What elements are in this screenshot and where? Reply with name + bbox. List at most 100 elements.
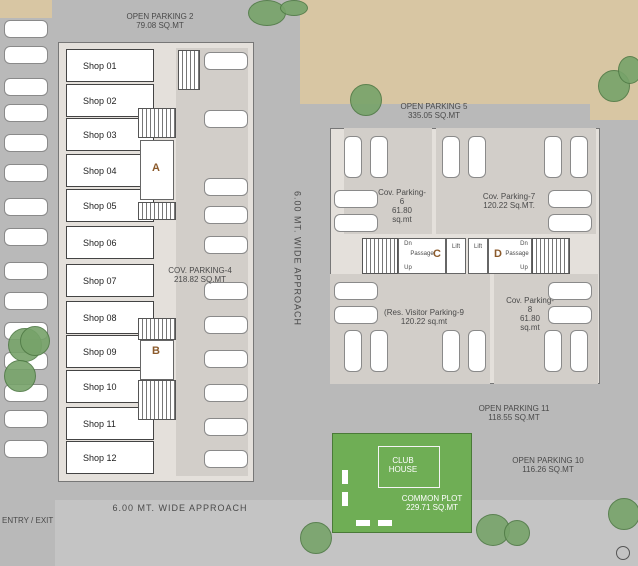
open-parking-2-area: 79.08 SQ.MT: [136, 21, 184, 30]
covered-parking-6-unit: sq.mt: [392, 215, 412, 224]
open-parking-5-name: OPEN PARKING 5: [400, 102, 468, 111]
car: [4, 292, 48, 310]
covered-parking-4-label: COV. PARKING-4 218.82 SQ.MT: [160, 266, 240, 284]
car: [4, 198, 48, 216]
shop-label: Shop 11: [83, 419, 116, 429]
tree: [608, 498, 638, 530]
car: [204, 206, 248, 224]
tree: [618, 56, 638, 84]
shop-09[interactable]: Shop 09: [66, 335, 154, 368]
bench: [378, 520, 392, 526]
open-parking-10-area: 116.26 SQ.MT: [522, 465, 574, 474]
covered-parking-8-area: 61.80: [519, 314, 541, 323]
car: [544, 136, 562, 178]
open-parking-10-name: OPEN PARKING 10: [512, 456, 584, 465]
entry-ramp: [178, 50, 200, 90]
open-parking-5-label: OPEN PARKING 5 335.05 SQ.MT: [384, 102, 484, 120]
shop-label: Shop 04: [83, 166, 117, 176]
car: [570, 136, 588, 178]
club-house-label: CLUB HOUSE: [378, 456, 428, 474]
car: [4, 104, 48, 122]
bench: [342, 470, 348, 484]
car: [4, 262, 48, 280]
car: [4, 20, 48, 38]
covered-parking-7-area: 120.22 Sq.MT.: [483, 201, 535, 210]
shop-label: Shop 05: [83, 201, 117, 211]
covered-parking-8-name: Cov. Parking-8: [506, 296, 554, 314]
visitor-parking-9-label: (Res. Visitor Parking-9 120.22 sq.mt: [374, 308, 474, 326]
shop-04[interactable]: Shop 04: [66, 154, 154, 187]
staircase-a-lower: [138, 202, 176, 220]
core-c-label: C: [433, 248, 441, 260]
covered-parking-4-area: 218.82 SQ.MT: [173, 275, 227, 284]
core-c-passage: [398, 238, 446, 274]
staircase-b-lower: [138, 380, 176, 420]
car: [204, 450, 248, 468]
covered-parking-6-label: Cov. Parking-6 61.80 sq.mt: [378, 188, 426, 224]
car: [334, 190, 378, 208]
lift-c-label: Lift: [451, 244, 460, 250]
up-d-label: Up: [520, 265, 528, 271]
club-house-line1: CLUB: [392, 456, 414, 465]
shop-label: Shop 03: [83, 130, 117, 140]
shop-label: Shop 07: [83, 276, 117, 286]
shop-label: Shop 02: [83, 96, 117, 106]
core-b: [140, 340, 174, 380]
shop-07[interactable]: Shop 07: [66, 264, 154, 297]
car: [468, 136, 486, 178]
car: [4, 78, 48, 96]
club-house[interactable]: [378, 446, 440, 488]
tree: [280, 0, 308, 16]
open-parking-11-name: OPEN PARKING 11: [478, 404, 550, 413]
shop-label: Shop 08: [83, 313, 117, 323]
vertical-approach-label: 6.00 MT. WIDE APPROACH: [292, 190, 303, 327]
car: [204, 236, 248, 254]
shop-01[interactable]: Shop 01: [66, 49, 154, 82]
shop-label: Shop 01: [83, 61, 117, 71]
common-plot[interactable]: [332, 433, 472, 533]
staircase-b: [138, 318, 176, 340]
core-d-passage: [488, 238, 532, 274]
open-land: [300, 0, 638, 104]
covered-parking-6-area: 61.80: [391, 206, 413, 215]
staircase-c: [362, 238, 398, 274]
up-c-label: Up: [404, 265, 412, 271]
car: [4, 134, 48, 152]
car: [4, 228, 48, 246]
entry-exit-label: ENTRY / EXIT: [2, 516, 54, 525]
car: [4, 46, 48, 64]
car: [334, 282, 378, 300]
shop-06[interactable]: Shop 06: [66, 226, 154, 259]
tree: [20, 326, 50, 356]
bench: [342, 492, 348, 506]
dn-d-label: Dn: [520, 241, 528, 247]
car: [4, 164, 48, 182]
bench: [356, 520, 370, 526]
covered-parking-8-unit: sq.mt: [520, 323, 540, 332]
covered-parking-8-label: Cov. Parking-8 61.80 sq.mt: [506, 296, 554, 332]
car: [548, 190, 592, 208]
core-a-label: A: [152, 162, 160, 174]
car: [344, 330, 362, 372]
car: [334, 306, 378, 324]
car: [442, 330, 460, 372]
horizontal-approach-label: 6.00 MT. WIDE APPROACH: [112, 503, 248, 513]
car: [204, 418, 248, 436]
car: [204, 110, 248, 128]
shop-12[interactable]: Shop 12: [66, 441, 154, 474]
covered-parking-6-name: Cov. Parking-6: [378, 188, 426, 206]
shop-label: Shop 06: [83, 238, 117, 248]
core-a: [140, 140, 174, 200]
open-parking-2-label: OPEN PARKING 2 79.08 SQ.MT: [110, 12, 210, 30]
car: [468, 330, 486, 372]
dn-c-label: Dn: [404, 241, 412, 247]
car: [204, 282, 248, 300]
car: [204, 178, 248, 196]
covered-parking-4-name: COV. PARKING-4: [168, 266, 232, 275]
car: [204, 350, 248, 368]
car: [204, 52, 248, 70]
open-land-left: [0, 0, 52, 18]
open-parking-2-name: OPEN PARKING 2: [126, 12, 194, 21]
core-b-label: B: [152, 345, 160, 357]
core-d-label: D: [494, 248, 502, 260]
